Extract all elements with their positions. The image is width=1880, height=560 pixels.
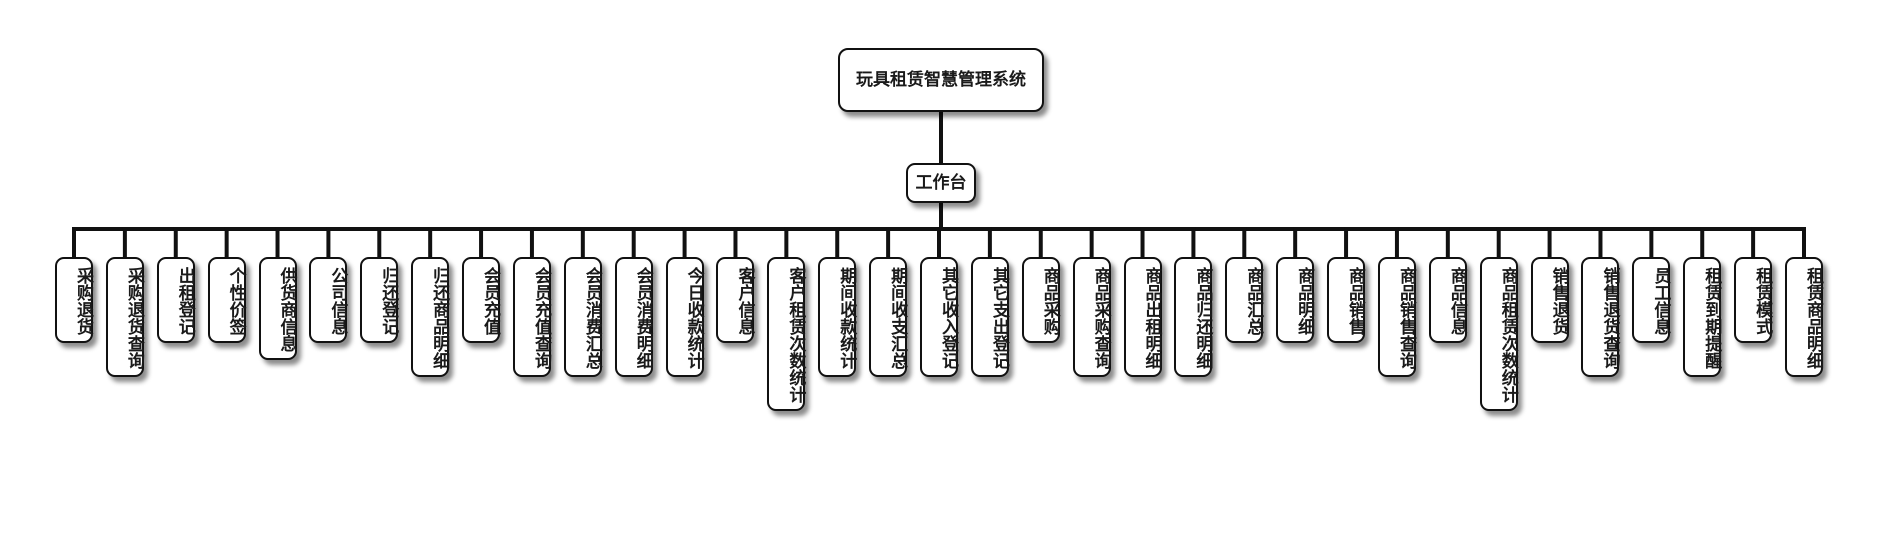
child-node[interactable]: 商品租赁次数统计 xyxy=(1479,257,1518,411)
child-label: 商品租赁次数统计 xyxy=(1497,267,1518,403)
child-label: 会员消费汇总 xyxy=(581,267,602,369)
child-node[interactable]: 个性价签 xyxy=(207,257,246,343)
child-label: 今日收款统计 xyxy=(683,267,704,369)
child-label: 租赁商品明细 xyxy=(1803,267,1823,369)
child-label: 商品采购查询 xyxy=(1090,267,1111,369)
child-node[interactable]: 公司信息 xyxy=(309,257,348,343)
child-node[interactable]: 销售退货 xyxy=(1530,257,1569,343)
child-node[interactable]: 会员消费明细 xyxy=(614,257,653,377)
child-node[interactable]: 销售退货查询 xyxy=(1581,257,1620,377)
child-label: 其它收入登记 xyxy=(938,267,958,369)
child-label: 租赁到期提醒 xyxy=(1701,267,1722,369)
child-node[interactable]: 员工信息 xyxy=(1632,257,1671,343)
child-label: 会员消费明细 xyxy=(632,267,653,369)
child-label: 会员充值查询 xyxy=(530,267,551,369)
child-node[interactable]: 租赁商品明细 xyxy=(1785,257,1823,377)
child-node[interactable]: 其它收入登记 xyxy=(920,257,958,377)
child-node[interactable]: 供货商信息 xyxy=(258,257,297,360)
child-node[interactable]: 归还登记 xyxy=(360,257,399,343)
child-node[interactable]: 采购退货 xyxy=(55,257,93,343)
child-node[interactable]: 出租登记 xyxy=(156,257,195,343)
child-node[interactable]: 客户信息 xyxy=(716,257,755,343)
child-node[interactable]: 商品明细 xyxy=(1276,257,1315,343)
child-node[interactable]: 租赁模式 xyxy=(1734,257,1773,343)
workspace-label: 工作台 xyxy=(915,173,967,193)
child-label: 商品销售 xyxy=(1345,267,1366,335)
child-label: 期间收款统计 xyxy=(836,267,857,369)
child-node[interactable]: 其它支出登记 xyxy=(970,257,1009,377)
root-node[interactable]: 玩具租赁智慧管理系统 xyxy=(838,48,1044,112)
child-node[interactable]: 客户租赁次数统计 xyxy=(767,257,806,411)
child-label: 其它支出登记 xyxy=(988,267,1009,369)
child-node[interactable]: 商品汇总 xyxy=(1225,257,1264,343)
child-node[interactable]: 商品出租明细 xyxy=(1123,257,1162,377)
child-node[interactable]: 会员充值 xyxy=(462,257,501,343)
child-label: 出租登记 xyxy=(174,267,195,335)
root-label: 玩具租赁智慧管理系统 xyxy=(856,70,1026,90)
child-node[interactable]: 商品采购查询 xyxy=(1072,257,1111,377)
child-label: 商品信息 xyxy=(1446,267,1467,335)
child-label: 商品归还明细 xyxy=(1192,267,1213,369)
child-node[interactable]: 商品归还明细 xyxy=(1174,257,1213,377)
child-node[interactable]: 会员消费汇总 xyxy=(563,257,602,377)
child-label: 公司信息 xyxy=(327,267,348,335)
child-label: 采购退货 xyxy=(73,267,93,335)
child-label: 客户信息 xyxy=(734,267,755,335)
child-label: 采购退货查询 xyxy=(123,267,144,369)
child-label: 销售退货查询 xyxy=(1599,267,1620,369)
child-label: 商品出租明细 xyxy=(1141,267,1162,369)
child-label: 租赁模式 xyxy=(1752,267,1773,335)
child-node[interactable]: 商品信息 xyxy=(1428,257,1467,343)
workspace-node[interactable]: 工作台 xyxy=(906,163,976,203)
child-label: 商品采购 xyxy=(1039,267,1060,335)
child-label: 归还商品明细 xyxy=(429,267,450,369)
child-node[interactable]: 归还商品明细 xyxy=(411,257,450,377)
child-label: 供货商信息 xyxy=(276,267,297,352)
child-label: 期间收支汇总 xyxy=(887,267,908,369)
child-node[interactable]: 商品采购 xyxy=(1021,257,1060,343)
child-label: 员工信息 xyxy=(1650,267,1671,335)
child-label: 商品明细 xyxy=(1294,267,1315,335)
child-node[interactable]: 采购退货查询 xyxy=(105,257,144,377)
child-label: 会员充值 xyxy=(480,267,501,335)
child-node[interactable]: 商品销售 xyxy=(1327,257,1366,343)
child-node[interactable]: 商品销售查询 xyxy=(1377,257,1416,377)
child-label: 客户租赁次数统计 xyxy=(785,267,806,403)
child-label: 商品汇总 xyxy=(1243,267,1264,335)
child-label: 归还登记 xyxy=(378,267,399,335)
child-node[interactable]: 期间收款统计 xyxy=(818,257,857,377)
child-node[interactable]: 租赁到期提醒 xyxy=(1683,257,1722,377)
child-node[interactable]: 今日收款统计 xyxy=(665,257,704,377)
child-node[interactable]: 会员充值查询 xyxy=(512,257,551,377)
child-label: 个性价签 xyxy=(225,267,246,335)
child-label: 商品销售查询 xyxy=(1395,267,1416,369)
child-node[interactable]: 期间收支汇总 xyxy=(869,257,908,377)
child-label: 销售退货 xyxy=(1548,267,1569,335)
